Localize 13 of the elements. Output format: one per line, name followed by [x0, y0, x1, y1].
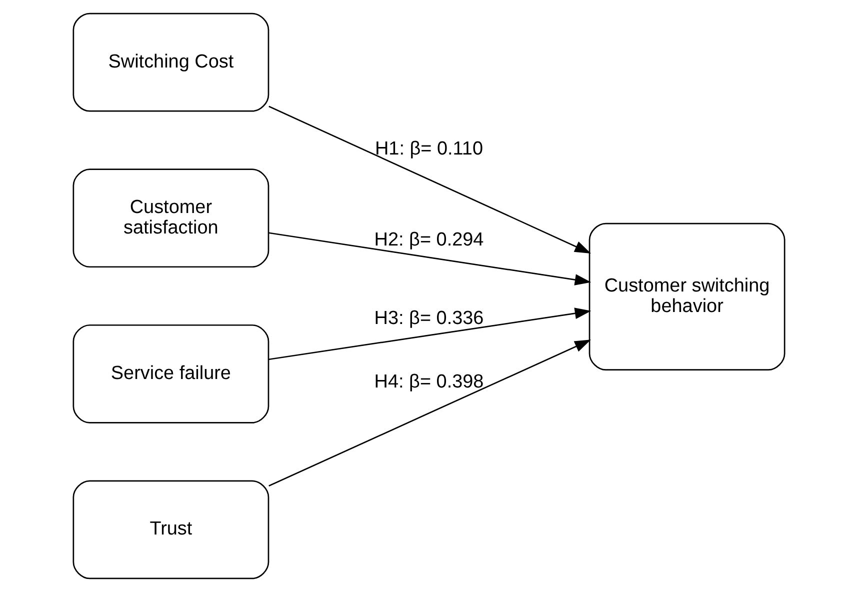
node-box: Trust	[72, 480, 270, 580]
node-box: Switching Cost	[72, 12, 270, 112]
node-box: Service failure	[72, 324, 270, 424]
node-box: Customer switching behavior	[588, 222, 786, 370]
edge-label: H3: β= 0.336	[374, 308, 484, 330]
arrow	[268, 308, 592, 360]
arrow	[268, 340, 591, 486]
arrow	[268, 232, 592, 286]
arrow	[268, 106, 591, 254]
edge-label: H1: β= 0.110	[374, 138, 484, 160]
edge-label: H4: β= 0.398	[374, 372, 484, 393]
node-box: Customer satisfaction	[72, 168, 270, 268]
edge-label: H2: β= 0.294	[374, 229, 484, 250]
